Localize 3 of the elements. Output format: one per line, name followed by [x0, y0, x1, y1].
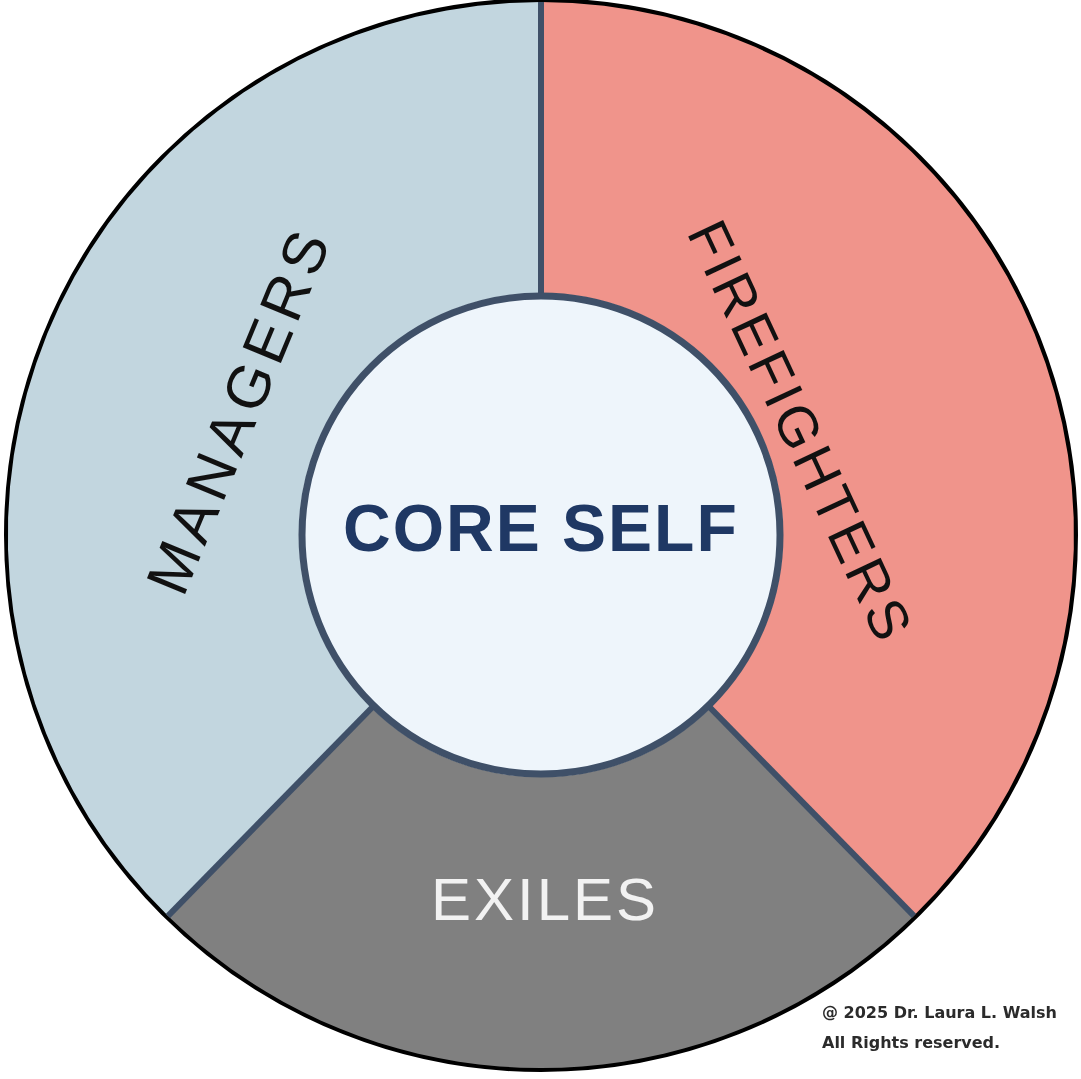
copyright-note: All Rights reserved.: [822, 1033, 1001, 1052]
copyright-note: @ 2025 Dr. Laura L. Walsh: [822, 1003, 1057, 1022]
segment-label: EXILES: [431, 870, 660, 930]
